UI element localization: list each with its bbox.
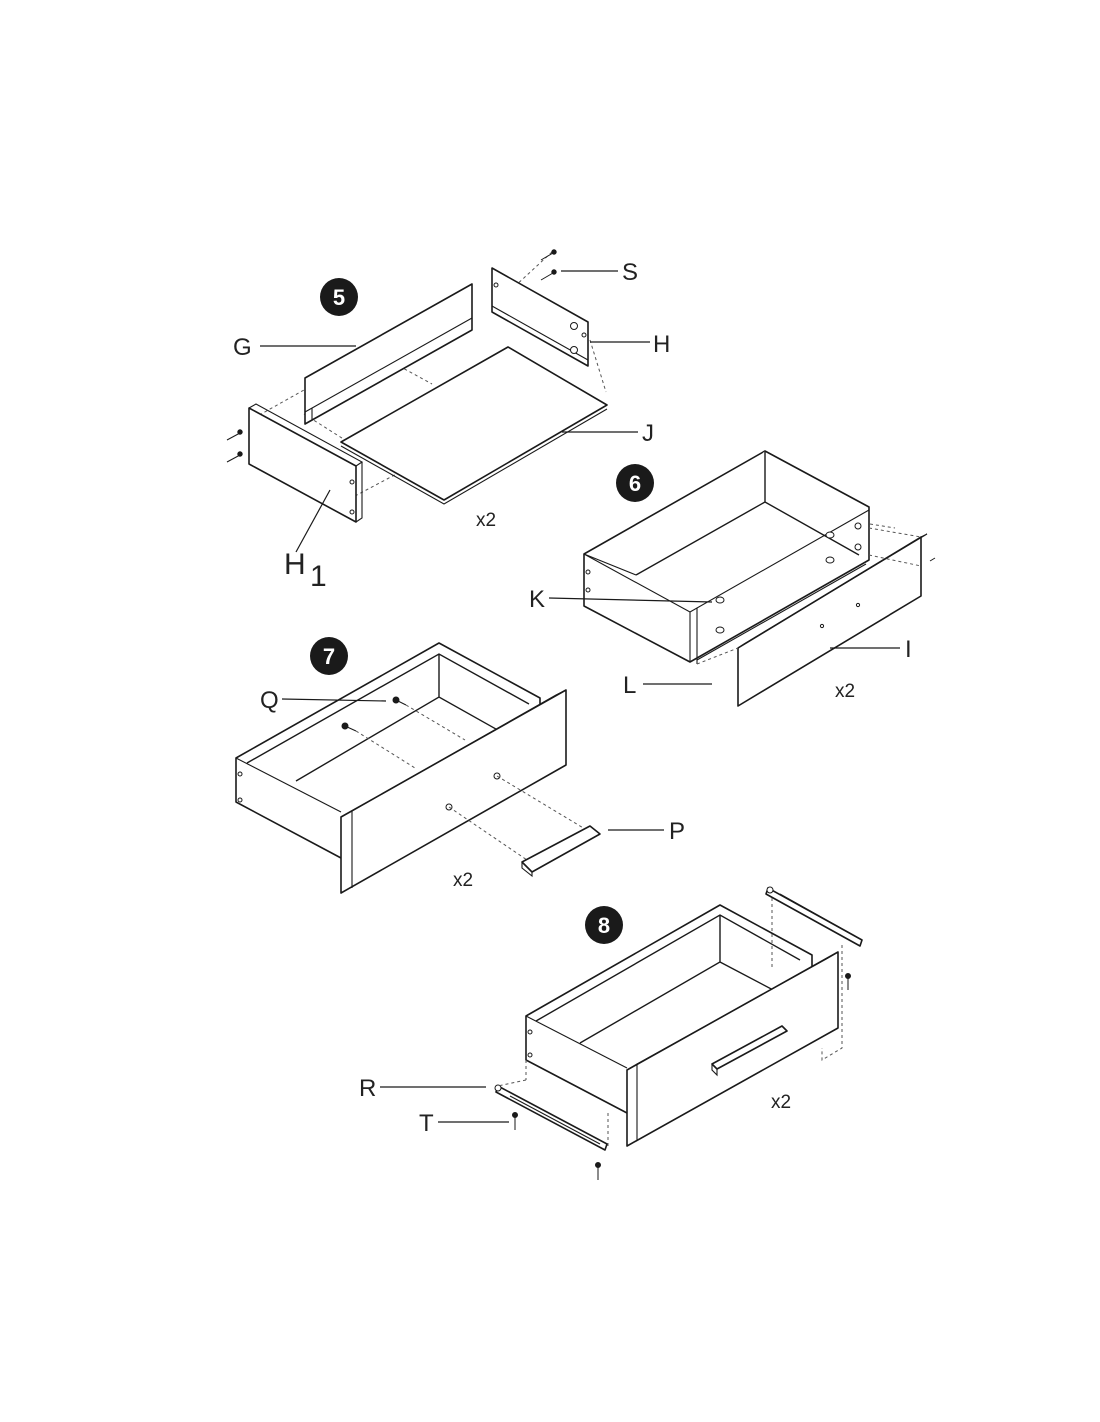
step-5: 5 [226,249,670,593]
step-5-badge: 5 [320,278,358,316]
panel-h1 [248,403,364,523]
step-7: 7 Q P [235,637,685,894]
quantity-step-6: x2 [835,681,855,702]
label-l: L [623,672,636,699]
panel-h [491,267,589,367]
label-r: R [359,1075,376,1102]
front-panel-i [737,533,928,707]
bottom-board-j [340,346,608,505]
step-8-badge: 8 [585,906,623,944]
runner-rail-r-right [765,886,863,947]
label-p: P [669,818,685,845]
screws-q [341,696,407,732]
label-i: I [905,636,912,663]
drawer-box-step-8 [525,904,813,1114]
label-h: H [653,331,670,358]
step-5-number: 5 [333,285,345,310]
dowels-k [715,531,835,634]
drawer-front-step-7 [340,689,567,894]
drawer-front-step-8 [626,951,839,1147]
label-h1-subscript: 1 [310,560,327,593]
label-t: T [419,1110,434,1137]
label-q: Q [260,687,279,714]
quantity-step-7: x2 [453,870,473,891]
screws-s [226,249,557,463]
quantity-step-5: x2 [476,510,496,531]
label-k: K [529,586,545,613]
screws-t [512,973,851,1180]
label-j: J [642,420,654,447]
label-g: G [233,334,252,361]
drawer-box-frame [583,450,870,664]
label-s: S [622,259,638,286]
step-7-badge: 7 [310,637,348,675]
quantity-step-8: x2 [771,1092,791,1113]
handle-p [521,825,601,878]
step-6-number: 6 [629,471,641,496]
step-7-number: 7 [323,644,335,669]
panel-g [304,283,473,425]
step-6: 6 [529,450,936,707]
step-6-badge: 6 [616,464,654,502]
step-8: 8 [359,886,863,1180]
step-8-number: 8 [598,913,610,938]
runner-rail-r-left [494,1084,608,1151]
label-h1-letter: H [284,548,306,581]
